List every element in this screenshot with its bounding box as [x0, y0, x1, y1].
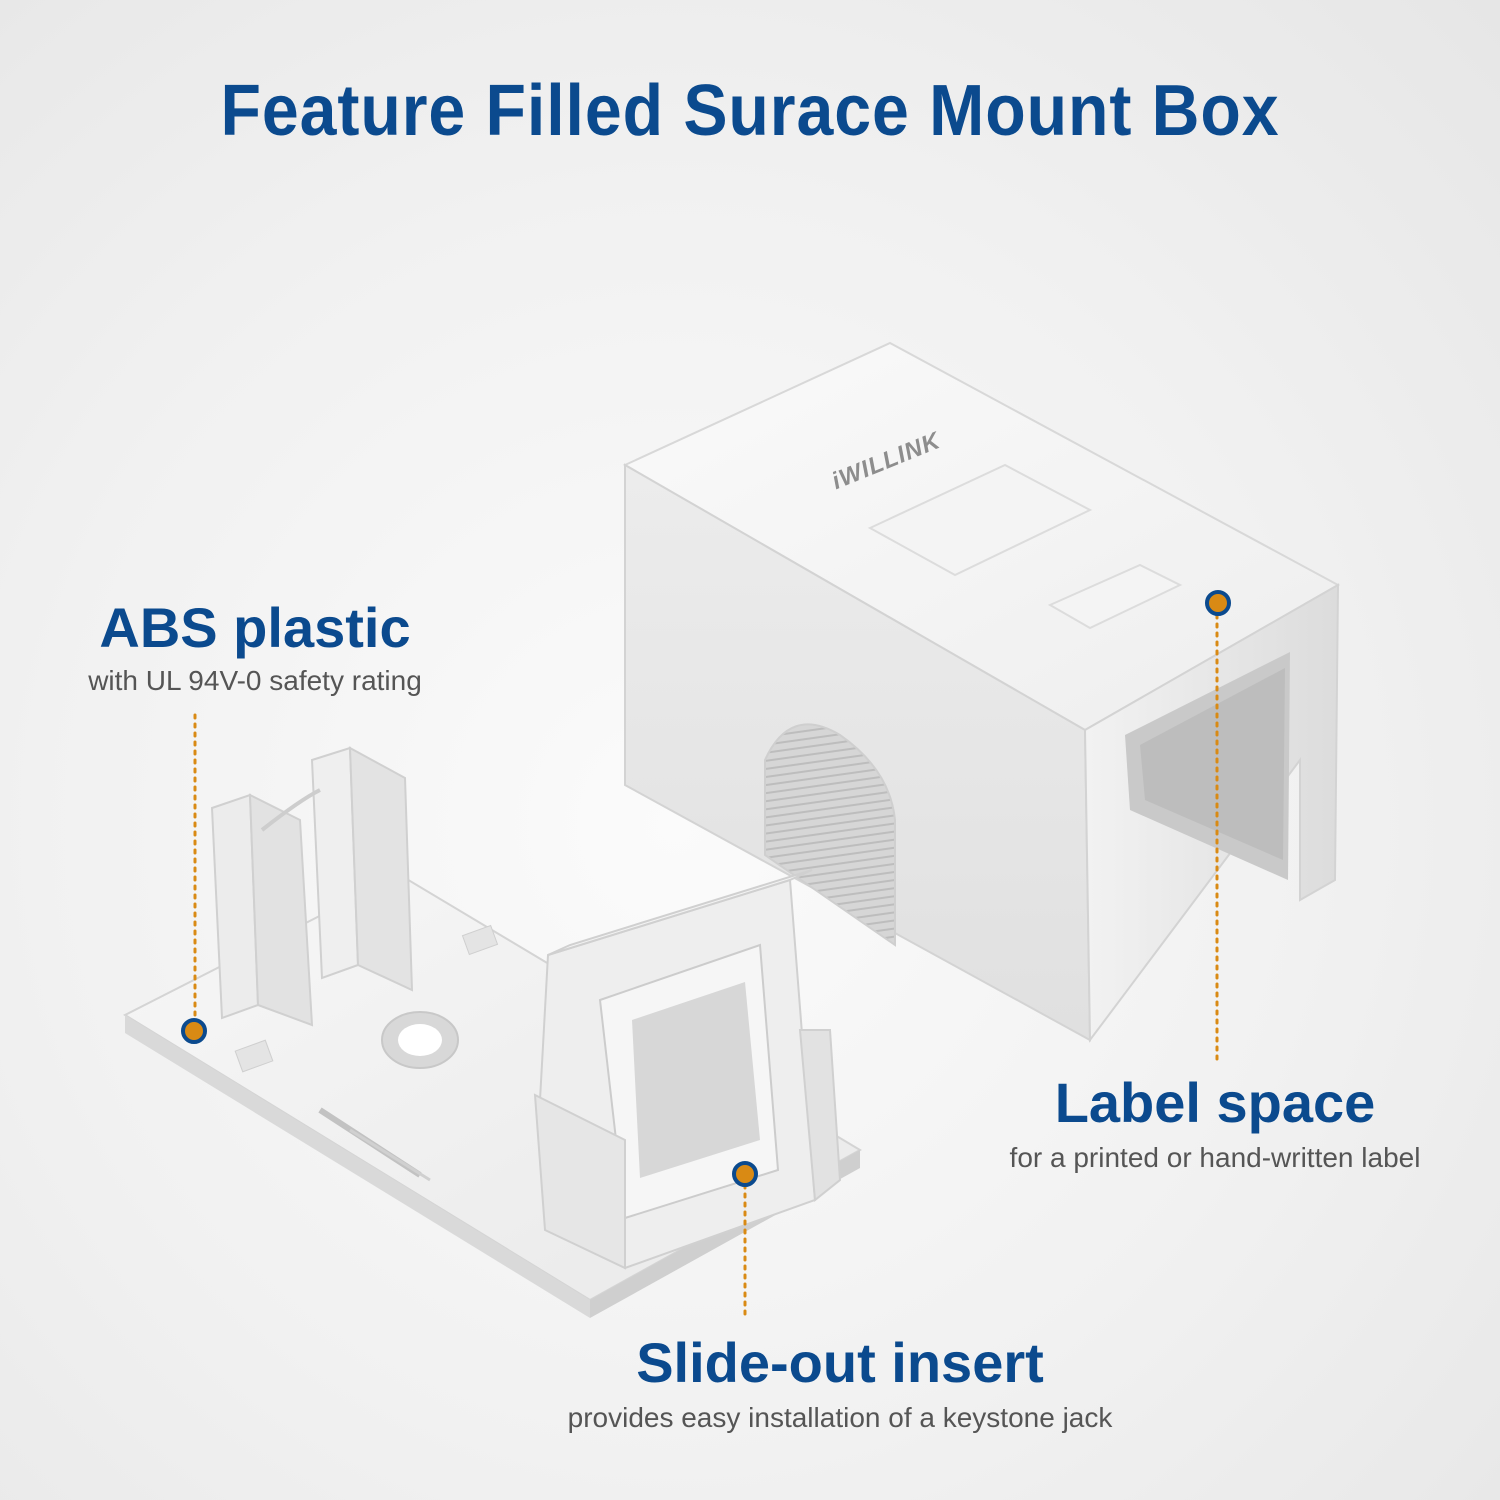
abs-plastic-heading: ABS plastic — [99, 596, 411, 659]
slide-out-insert-subtext: provides easy installation of a keystone… — [567, 1402, 1113, 1433]
cable-clips — [210, 746, 414, 1027]
slide-marker — [732, 1161, 758, 1187]
label-space-subtext: for a printed or hand-written label — [1009, 1142, 1421, 1173]
abs-marker — [181, 1018, 207, 1044]
abs-plastic-subtext: with UL 94V-0 safety rating — [88, 665, 422, 696]
label-marker — [1205, 590, 1231, 616]
keystone-insert — [533, 869, 842, 1270]
page-title: Feature Filled Surace Mount Box — [220, 71, 1280, 151]
slide-out-insert-heading: Slide-out insert — [636, 1331, 1044, 1394]
label-space-heading: Label space — [1054, 1071, 1376, 1134]
surface-mount-box-cover — [622, 341, 1341, 1043]
